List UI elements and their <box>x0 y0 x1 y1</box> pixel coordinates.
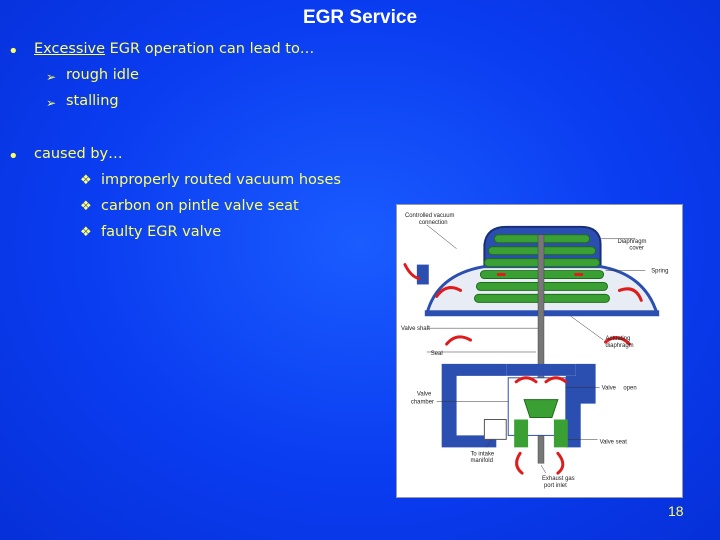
label-diaphragm: Diaphragm <box>617 239 646 245</box>
diamond-icon: ❖ <box>80 225 92 240</box>
arrow-icon: ➢ <box>46 70 57 84</box>
label-diaphragm-2: diaphragm <box>606 343 634 349</box>
label-valve-chamber-1: Valve <box>417 392 432 398</box>
sub-item-rough-idle: rough idle <box>66 67 139 83</box>
bullet-2-text: caused by… <box>34 146 123 162</box>
bullet-1-rest: EGR operation can lead to… <box>105 41 315 57</box>
bullet-dot-2: • <box>8 146 19 167</box>
label-to-intake-1: To intake <box>470 451 494 457</box>
arrow-icon: ➢ <box>46 96 57 110</box>
label-exhaust-2: port inlet <box>544 483 567 489</box>
label-valve-shaft: Valve shaft <box>401 326 430 332</box>
egr-valve-diagram: Controlled vacuum connection Diaphragm c… <box>396 204 683 498</box>
label-actuating: Actuating <box>606 336 631 342</box>
label-connection: connection <box>419 220 448 226</box>
bullet-1-text: Excessive EGR operation can lead to… <box>34 41 314 57</box>
label-valve-open-1: Valve <box>602 386 617 392</box>
label-valve-open-2: open <box>623 386 636 392</box>
label-to-intake-2: manifold <box>470 458 492 464</box>
bullet-dot-1: • <box>8 41 19 62</box>
label-valve-seat: Valve seat <box>600 439 628 445</box>
label-exhaust-1: Exhaust gas <box>542 476 575 482</box>
slide-title: EGR Service <box>302 7 418 28</box>
label-spring: Spring <box>651 269 668 275</box>
label-controlled-vacuum: Controlled vacuum <box>405 213 455 219</box>
cause-item-hoses: improperly routed vacuum hoses <box>101 172 341 188</box>
diamond-icon: ❖ <box>80 199 92 214</box>
cause-item-egr-valve: faulty EGR valve <box>101 224 222 240</box>
label-valve-chamber-2: chamber <box>411 400 434 406</box>
label-seal: Seal <box>431 351 443 357</box>
diamond-icon: ❖ <box>80 173 92 188</box>
sub-item-stalling: stalling <box>66 93 119 109</box>
cause-item-carbon: carbon on pintle valve seat <box>101 198 299 214</box>
page-number: 18 <box>668 503 684 519</box>
bullet-1-underlined-word: Excessive <box>34 41 106 57</box>
label-cover: cover <box>629 246 644 252</box>
